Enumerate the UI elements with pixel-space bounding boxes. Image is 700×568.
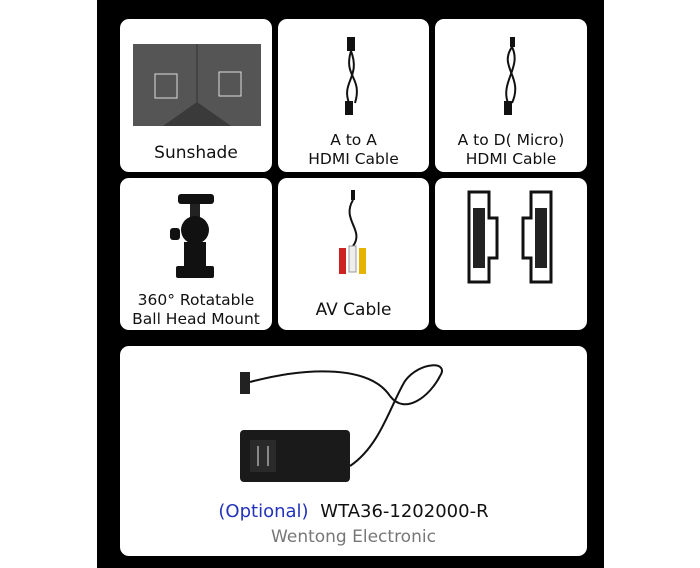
optional-tag: (Optional): [218, 501, 309, 522]
label-av-cable: AV Cable: [315, 300, 392, 320]
ball-head-image: [170, 194, 214, 278]
label-line2: Ball Head Mount: [132, 310, 260, 328]
adapter-model-line: (Optional) WTA36-1202000-R: [120, 501, 587, 523]
power-adapter-image: [240, 364, 443, 482]
adapter-maker: Wentong Electronic: [271, 527, 436, 547]
card-brackets: [435, 178, 587, 330]
micro-hdmi-cable-image: [504, 37, 517, 115]
label-line1: A to D( Micro): [457, 131, 565, 149]
card-power-adapter: (Optional) WTA36-1202000-R Wentong Elect…: [120, 346, 587, 556]
adapter-model: WTA36-1202000-R: [320, 501, 489, 522]
hdmi-cable-image: [345, 37, 358, 115]
label-line2: HDMI Cable: [308, 150, 399, 168]
card-sunshade: Sunshade: [120, 19, 272, 172]
mounting-brackets-image: [467, 190, 553, 284]
card-av-cable: AV Cable: [278, 178, 429, 330]
card-hdmi-a-to-d: A to D( Micro) HDMI Cable: [435, 19, 587, 172]
label-sunshade: Sunshade: [154, 143, 238, 163]
card-ball-head-mount: 360° Rotatable Ball Head Mount: [120, 178, 272, 330]
label-line1: 360° Rotatable: [137, 291, 255, 309]
av-cable-image: [339, 190, 366, 274]
label-line2: HDMI Cable: [465, 150, 557, 168]
sunshade-image: [133, 44, 261, 126]
card-hdmi-a-to-a: A to A HDMI Cable: [278, 19, 429, 172]
label-line1: A to A: [330, 131, 377, 149]
